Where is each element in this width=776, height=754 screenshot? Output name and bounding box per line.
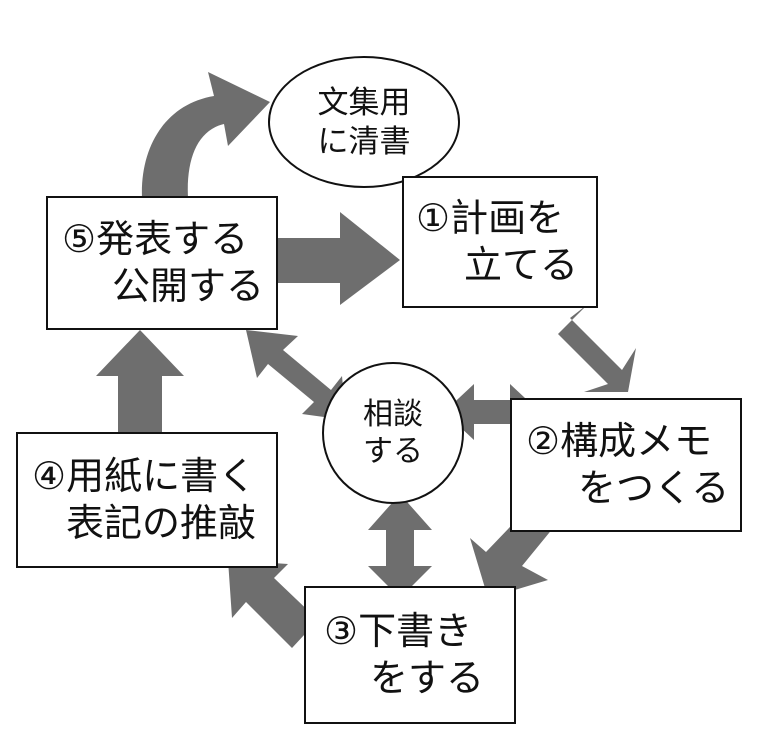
arrow-step4-to-step5: [96, 330, 184, 436]
arrow-consult-step5: [246, 330, 346, 420]
arrow-step5-to-step1: [276, 212, 400, 305]
step4-box: ④用紙に書く 表記の推敲: [16, 432, 278, 568]
step2-box: ②構成メモ をつくる: [510, 398, 742, 532]
step3-line1: ③下書き: [324, 608, 473, 653]
step4-line1: ④用紙に書く: [32, 453, 257, 498]
arrow-consult-step3: [368, 494, 432, 598]
step2-line1: ②構成メモ: [526, 418, 713, 463]
clean-copy-line1: 文集用: [317, 85, 411, 122]
step1-line2: 立てる: [464, 243, 579, 287]
step1-box: ①計画を 立てる: [402, 176, 598, 308]
clean-copy-node: 文集用 に清書: [268, 56, 460, 188]
step5-line1: ⑤発表する: [62, 216, 249, 261]
step2-line2: をつくる: [578, 466, 730, 510]
step4-line2: 表記の推敲: [66, 501, 257, 545]
step1-line1: ①計画を: [416, 195, 565, 240]
step5-box: ⑤発表する 公開する: [46, 196, 278, 330]
step3-line2: をする: [370, 656, 485, 700]
step5-line2: 公開する: [112, 264, 265, 308]
arrow-step3-to-step4: [228, 560, 318, 648]
consult-node: 相談 する: [322, 362, 464, 504]
arrow-step1-to-step2: [558, 304, 636, 392]
clean-copy-line2: に清書: [317, 124, 411, 160]
step3-box: ③下書き をする: [304, 586, 516, 724]
arrow-step5-to-clean-copy: [141, 72, 270, 198]
consult-line2: する: [363, 434, 423, 469]
consult-line1: 相談: [363, 396, 423, 432]
